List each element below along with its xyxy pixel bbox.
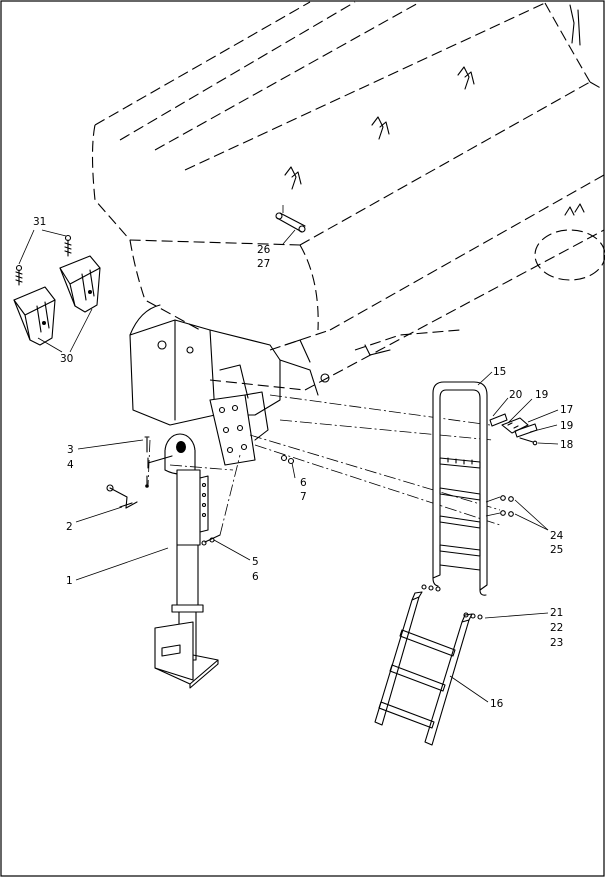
- wheel-chock-left: [13, 286, 56, 346]
- callout-7: 7: [300, 491, 307, 503]
- callout-23: 23: [550, 637, 563, 649]
- callout-3: 3: [67, 444, 74, 456]
- callout-18: 18: [560, 439, 573, 451]
- callout-15: 15: [493, 366, 506, 378]
- wheel-chock-right: [59, 255, 101, 313]
- chock-pin-right: [64, 234, 72, 257]
- callout-6-jack: 6: [252, 571, 259, 583]
- frame-bolt-pair: [280, 454, 295, 465]
- callout-19-lower: 19: [560, 420, 573, 432]
- callout-labels: 31 30 26 27 15 20 19 17 19 18 3 4 6 7 2 …: [33, 216, 573, 710]
- lower-ladder-hardware: [421, 584, 483, 620]
- callout-20: 20: [509, 389, 522, 401]
- callout-30: 30: [60, 353, 73, 365]
- callout-5: 5: [252, 556, 259, 568]
- callout-22: 22: [550, 622, 563, 634]
- hopper-latch-brackets: [284, 4, 585, 216]
- jack-mounting-plate: [209, 364, 269, 466]
- callout-1: 1: [66, 575, 73, 587]
- callout-19-upper: 19: [535, 389, 548, 401]
- callout-24: 24: [550, 530, 564, 542]
- hopper-body-phantom: [91, 1, 605, 391]
- callout-25: 25: [550, 544, 563, 556]
- assembly-centerlines: [147, 394, 501, 536]
- hitch-pin-assembly: [275, 205, 306, 233]
- lower-ladder: [374, 591, 473, 746]
- leader-lines: [18, 229, 559, 703]
- callout-6-frame: 6: [300, 477, 307, 489]
- callout-21: 21: [550, 607, 563, 619]
- ladder-bolts: [500, 495, 514, 517]
- jack-stand: [147, 433, 219, 689]
- callout-31: 31: [33, 216, 46, 228]
- upper-ladder: [432, 381, 488, 596]
- callout-2: 2: [66, 521, 73, 533]
- jack-bolt-lower: [201, 534, 221, 546]
- chock-pin-left: [15, 264, 23, 286]
- callout-17: 17: [560, 404, 573, 416]
- jack-crank-handle: [106, 484, 138, 509]
- callout-4: 4: [67, 459, 74, 471]
- callout-26: 26: [257, 244, 271, 256]
- callout-27: 27: [257, 258, 270, 270]
- callout-16: 16: [490, 698, 504, 710]
- jack-bolt-upper: [144, 436, 150, 488]
- ladder-clamp-hardware: [489, 413, 538, 446]
